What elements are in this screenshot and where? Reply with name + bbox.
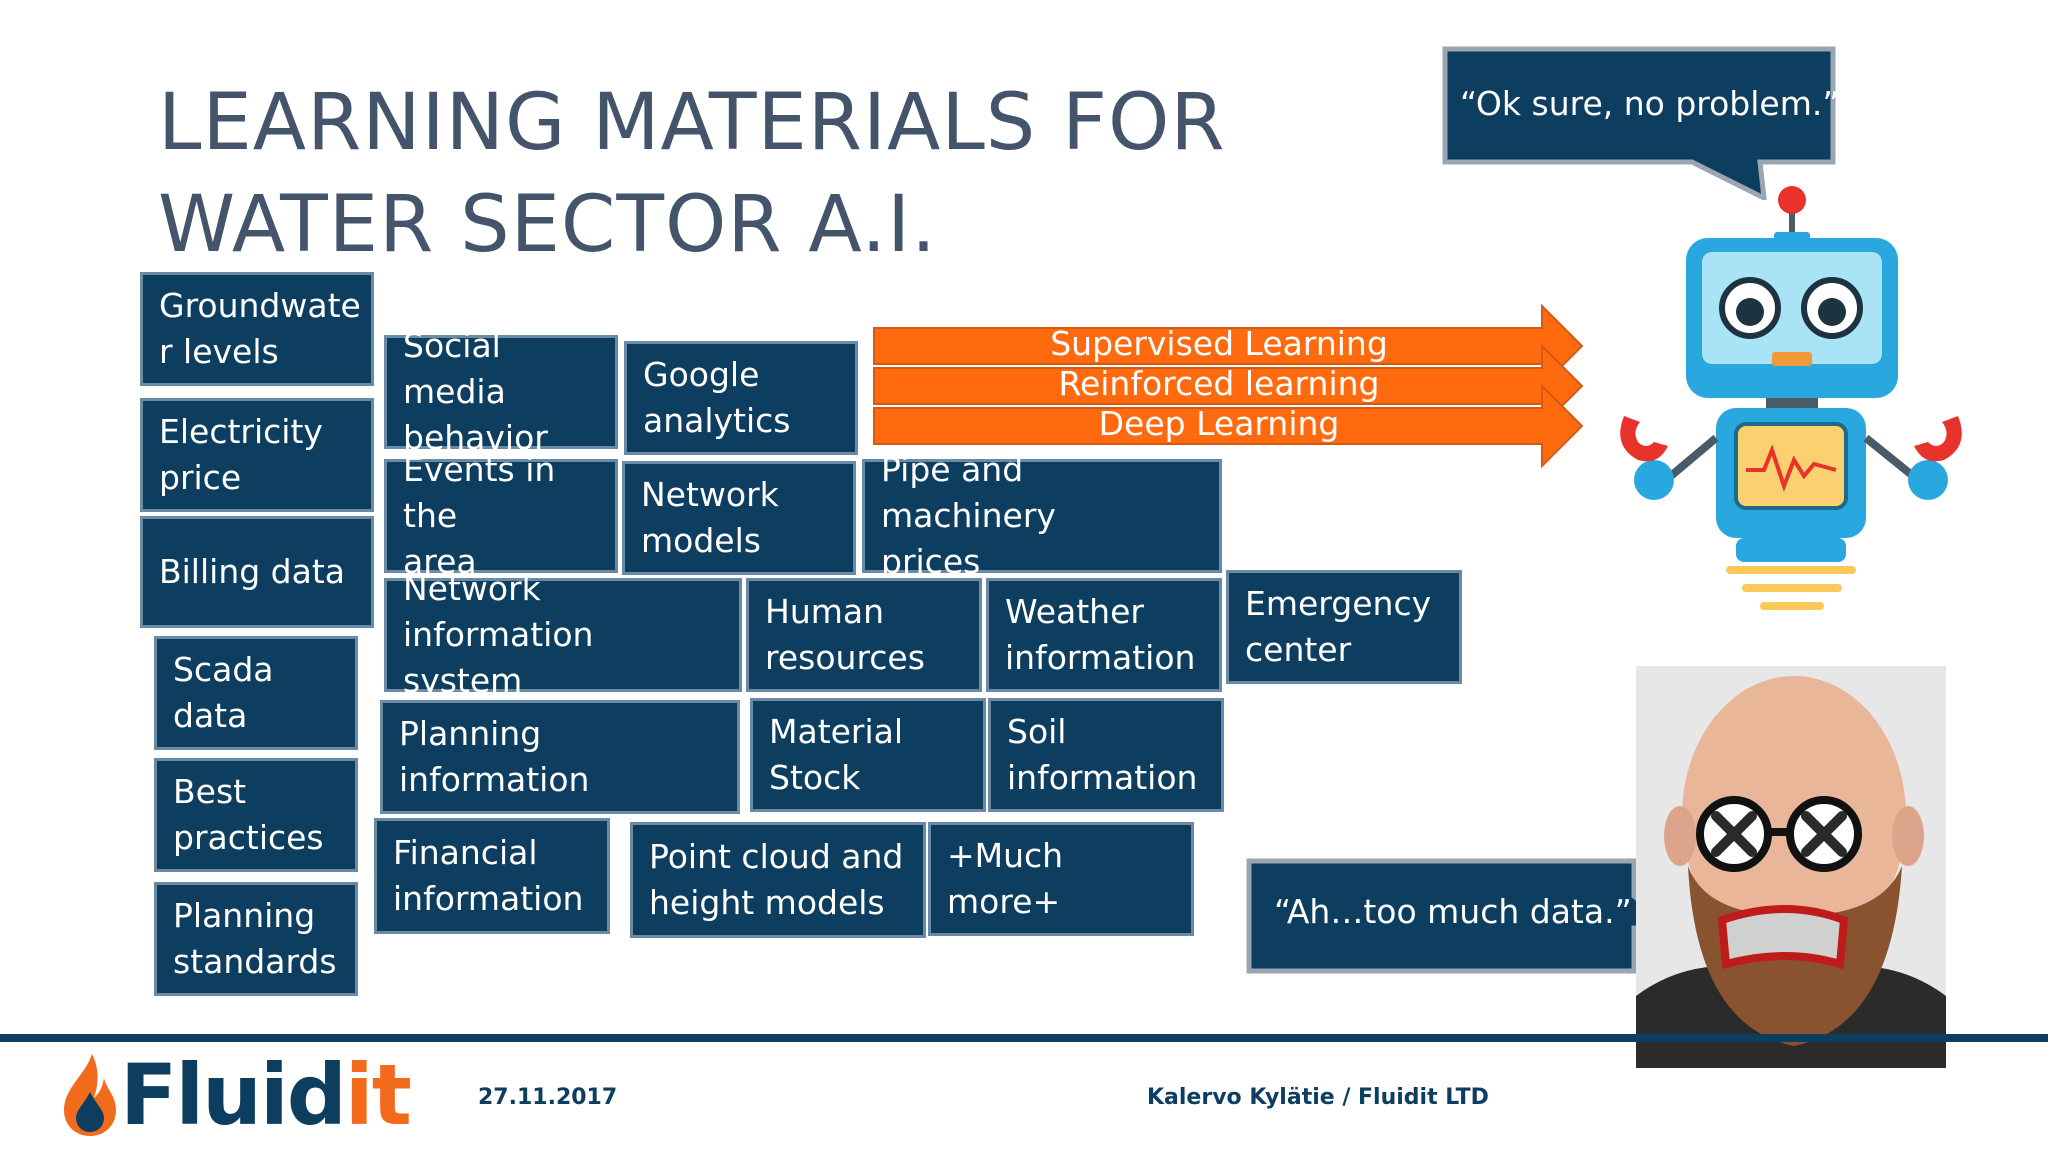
data-box-planning-info: Planning information [380,700,740,814]
data-box-best-practices: Best practices [154,758,358,872]
arrow-deep-learning: Deep Learning [873,383,1584,469]
data-box-network-models: Network models [622,461,856,575]
data-box-emergency-center: Emergency center [1226,570,1462,684]
data-box-social-media: Social media behavior [384,326,618,457]
box-label: Network information system [403,569,594,700]
arrow-label: Reinforced learning [1058,364,1380,403]
person-photo [1636,666,1946,1068]
logo-text-part2: it [344,1046,412,1144]
data-box-much-more: +Much more+ [928,822,1194,936]
box-label: Material Stock [769,712,904,797]
arrow-label: Supervised Learning [1050,324,1388,363]
data-box-point-cloud: Point cloud and height models [630,822,926,938]
box-label: Best practices [173,772,324,857]
box-label: Planning standards [173,896,337,981]
box-label: Scada data [173,650,274,735]
box-label: Human resources [765,592,925,677]
data-box-human-resources: Human resources [746,578,982,692]
box-label: Emergency center [1245,584,1432,669]
slide-title: LEARNING MATERIALS FOR WATER SECTOR A.I. [158,72,1358,276]
data-box-pipe-prices: Pipe and machinery prices [862,450,1222,581]
footer-author: Kalervo Kylätie / Fluidit LTD [1147,1085,1489,1110]
box-label: Planning information [399,714,590,799]
robot-icon [1620,186,1962,610]
person-quote: “Ah…too much data.” [1274,892,1632,931]
box-label: Point cloud and height models [649,837,904,922]
footer-rule [0,1034,2048,1042]
box-label: Groundwate r levels [159,286,361,371]
arrow-shape [873,383,1584,469]
box-label: Events in the area [403,450,556,581]
data-box-financial: Financial information [374,818,610,934]
bubble-shape [1442,46,1836,200]
data-box-weather: Weather information [986,578,1222,692]
box-label: Network models [641,475,779,560]
flame-drop-icon [64,1054,116,1136]
robot-quote: “Ok sure, no problem.” [1460,84,1840,123]
box-label: Pipe and machinery prices [881,450,1056,581]
box-label: Electricity price [159,412,323,497]
person-speech-bubble: “Ah…too much data.” [1246,858,1676,974]
logo-text-part1: Fluid [120,1046,347,1144]
data-box-google-analytics: Google analytics [624,341,858,455]
data-box-network-info-system: Network information system [384,569,742,700]
data-box-groundwater: Groundwate r levels [140,272,374,386]
box-label: Google analytics [643,355,791,440]
data-box-planning-standards: Planning standards [154,882,358,996]
arrow-supervised-learning: Supervised Learning [873,303,1584,389]
box-label: Financial information [393,833,584,918]
data-box-soil: Soil information [988,698,1224,812]
data-box-events: Events in the area [384,450,618,581]
box-label: Billing data [159,552,345,591]
box-label: Soil information [1007,712,1198,797]
data-box-billing: Billing data [140,516,374,628]
data-box-material-stock: Material Stock [750,698,986,812]
title-line-1: LEARNING MATERIALS FOR [158,78,1226,168]
box-label: +Much more+ [947,836,1064,921]
box-label: Social media behavior [403,326,548,457]
title-line-2: WATER SECTOR A.I. [158,180,937,270]
robot-speech-bubble: “Ok sure, no problem.” [1442,46,1840,200]
arrow-label: Deep Learning [1098,404,1340,443]
data-box-scada: Scada data [154,636,358,750]
footer-date: 27.11.2017 [478,1085,618,1110]
box-label: Weather information [1005,592,1196,677]
data-box-electricity: Electricity price [140,398,374,512]
